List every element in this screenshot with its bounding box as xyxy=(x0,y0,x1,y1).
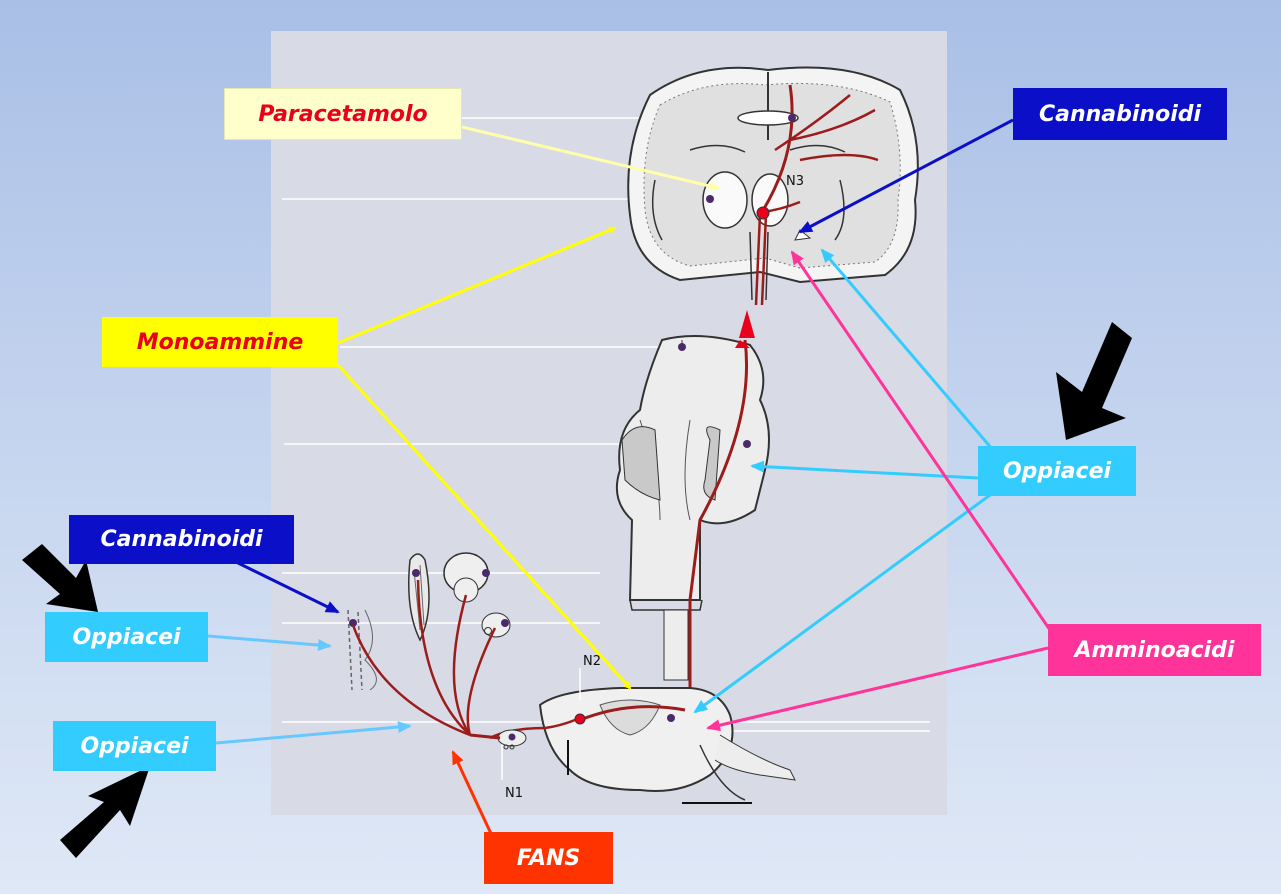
arrow-oppiacei-periphery xyxy=(208,636,330,646)
label-oppiacei-left-bottom: Oppiacei xyxy=(53,721,216,771)
arrow-oppiacei-nerve xyxy=(216,726,410,743)
brain-section xyxy=(628,68,918,306)
brainstem xyxy=(617,310,769,700)
label-fans: FANS xyxy=(484,832,613,884)
label-paracetamolo: Paracetamolo xyxy=(224,88,462,140)
black-arrow-left-bottom xyxy=(60,766,150,858)
label-cannabinoidi-top: Cannabinoidi xyxy=(1013,88,1227,140)
label-cannabinoidi-left: Cannabinoidi xyxy=(69,515,294,564)
label-oppiacei-right: Oppiacei xyxy=(978,446,1136,496)
emphasis-arrows xyxy=(22,322,1132,858)
spinal-cord-section xyxy=(490,668,795,803)
arrow-fans xyxy=(453,752,493,838)
neuron-label-n1: N1 xyxy=(505,786,523,801)
arrow-monoammine-spinal xyxy=(338,365,630,688)
label-monoammine: Monoammine xyxy=(102,317,338,367)
label-amminoacidi: Amminoacidi xyxy=(1048,624,1261,676)
arrow-amminoacidi-brain xyxy=(792,252,1050,630)
arrow-amminoacidi-spinal xyxy=(708,648,1048,728)
neuron-label-n3: N3 xyxy=(786,174,804,189)
neuron-label-n2: N2 xyxy=(583,654,601,669)
arrow-oppiacei-spinal xyxy=(695,495,990,712)
arrow-cannabinoidi-periphery xyxy=(236,562,338,612)
arrow-monoammine-brain xyxy=(338,228,615,343)
label-oppiacei-left-top: Oppiacei xyxy=(45,612,208,662)
peripheral-tissues xyxy=(348,553,510,738)
black-arrow-right xyxy=(1056,322,1132,440)
